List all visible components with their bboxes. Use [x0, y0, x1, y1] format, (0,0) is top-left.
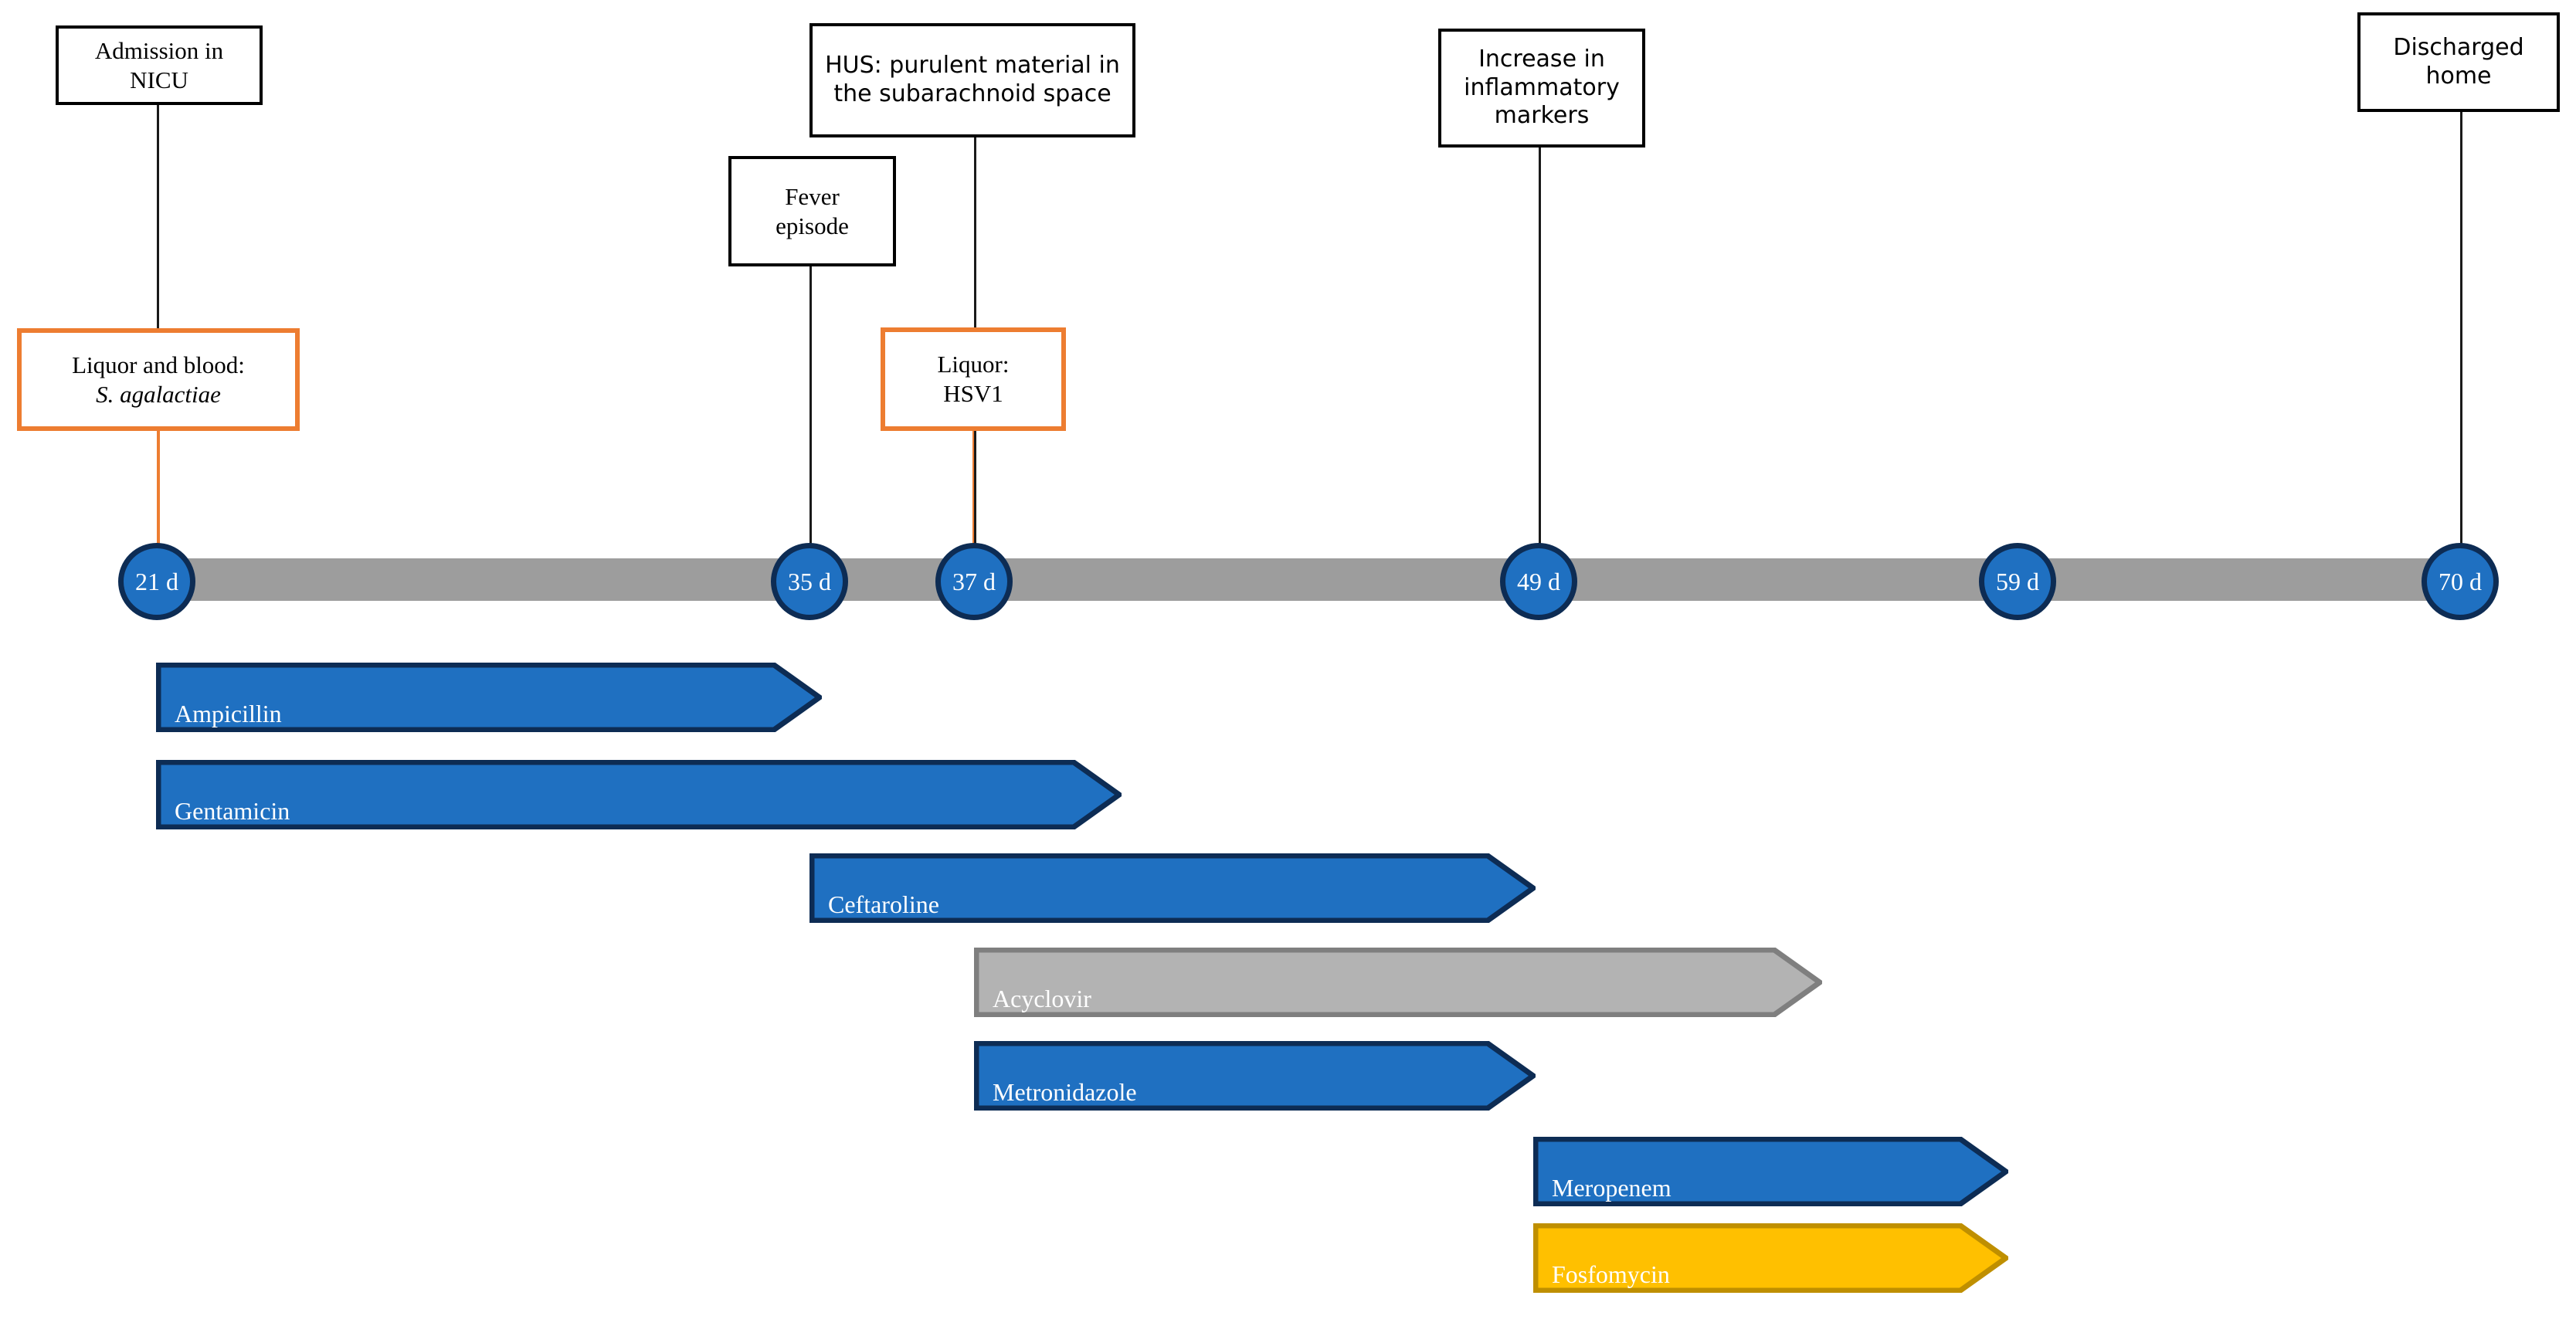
- arrow-shape-icon: [1533, 1137, 2008, 1206]
- timeline-node-d21[interactable]: 21 d: [118, 543, 195, 620]
- therapy-arrow-ceftaroline[interactable]: Ceftaroline: [809, 853, 1536, 923]
- arrow-shape-icon: [156, 663, 822, 732]
- therapy-arrow-acyclovir[interactable]: Acyclovir: [974, 948, 1822, 1017]
- timeline-node-label: 49 d: [1517, 567, 1560, 595]
- event-label-culture2-pathogen: HSV1: [943, 380, 1003, 407]
- connector-admission-to-culture1: [157, 105, 159, 331]
- therapy-arrow-meropenem[interactable]: Meropenem: [1533, 1137, 2008, 1206]
- event-label-culture2-line1: Liquor:: [937, 351, 1010, 378]
- arrow-shape-icon: [1533, 1223, 2008, 1293]
- timeline-node-d59[interactable]: 59 d: [1979, 543, 2056, 620]
- timeline-node-d35[interactable]: 35 d: [771, 543, 848, 620]
- connector-discharge-to-day70: [2460, 112, 2462, 548]
- arrow-shape-icon: [974, 1041, 1536, 1111]
- connector-hus-to-day37: [974, 137, 976, 439]
- connector-inflammation-to-day49: [1539, 148, 1541, 548]
- timeline-node-label: 37 d: [952, 567, 996, 595]
- connector-hus-overlap: [974, 327, 976, 548]
- timeline-node-label: 59 d: [1996, 567, 2039, 595]
- therapy-arrow-ampicillin[interactable]: Ampicillin: [156, 663, 822, 732]
- timeline-node-label: 21 d: [135, 567, 178, 595]
- timeline-node-d37[interactable]: 37 d: [935, 543, 1013, 620]
- event-label-culture1-organism: S. agalactiae: [96, 380, 221, 408]
- timeline-node-label: 70 d: [2439, 567, 2482, 595]
- therapy-arrow-gentamicin[interactable]: Gentamicin: [156, 760, 1122, 829]
- therapy-arrow-metronidazole[interactable]: Metronidazole: [974, 1041, 1536, 1111]
- timeline-node-d49[interactable]: 49 d: [1500, 543, 1577, 620]
- connector-fever-to-day35: [809, 266, 812, 548]
- event-box-culture1[interactable]: Liquor and blood: S. agalactiae: [17, 328, 300, 431]
- connector-culture1-to-day21: [157, 430, 160, 546]
- arrow-shape-icon: [974, 948, 1822, 1017]
- timeline-bar: [154, 558, 2429, 601]
- event-box-culture2[interactable]: Liquor: HSV1: [881, 327, 1066, 431]
- arrow-shape-icon: [156, 760, 1122, 829]
- timeline-node-label: 35 d: [788, 567, 831, 595]
- timeline-node-d70[interactable]: 70 d: [2422, 543, 2499, 620]
- therapy-arrow-fosfomycin[interactable]: Fosfomycin: [1533, 1223, 2008, 1293]
- event-label-culture1-line1: Liquor and blood:: [72, 351, 245, 378]
- arrow-shape-icon: [809, 853, 1536, 923]
